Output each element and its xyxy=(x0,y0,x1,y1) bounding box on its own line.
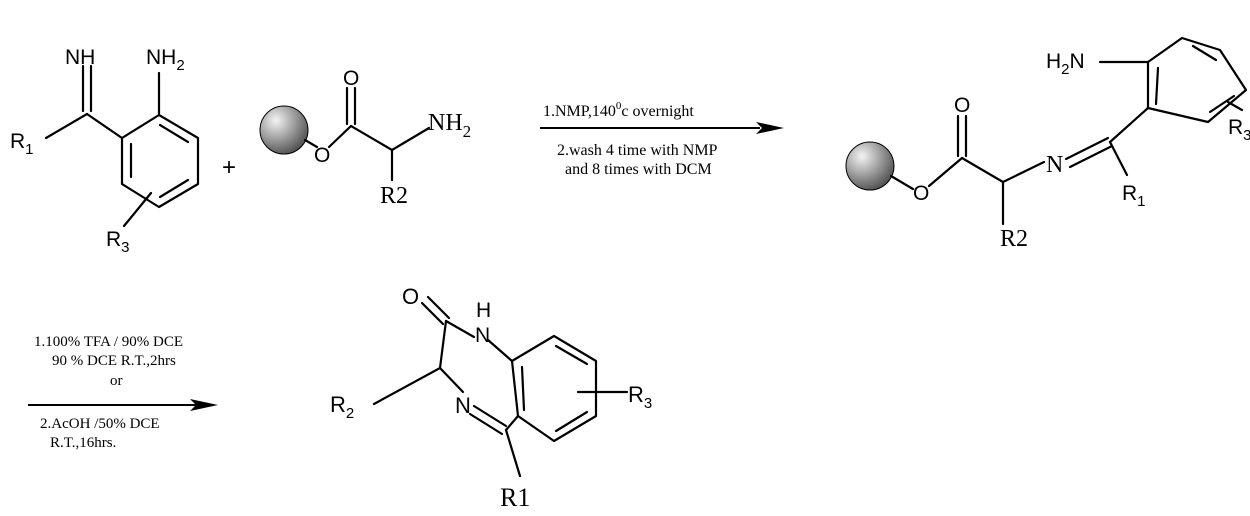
product-benzodiazepinone: O H N R2 N R3 R1 xyxy=(330,284,652,512)
r1-label: R1 xyxy=(1122,182,1146,210)
r2-label: R2 xyxy=(330,392,354,422)
reaction-arrow-2: 1.100% TFA / 90% DCE 90 % DCE R.T.,2hrs … xyxy=(28,334,218,451)
r1-label: R1 xyxy=(500,483,530,512)
step2-condition-or: or xyxy=(110,373,123,389)
resin-bead-icon xyxy=(845,141,895,191)
r3-label: R3 xyxy=(628,382,652,412)
imine-n-label: N xyxy=(1046,152,1063,178)
side-chain-r2-label: R2 xyxy=(1000,226,1028,252)
side-chain-r2-label: R2 xyxy=(380,183,408,209)
step2-condition-line5: R.T.,16hrs. xyxy=(50,435,116,451)
amine-nh2-label: H2N xyxy=(1046,50,1085,78)
carbonyl-o-label: O xyxy=(402,284,419,309)
step1-condition-line3: and 8 times with DCM xyxy=(565,161,712,178)
carbonyl-o-label: O xyxy=(954,94,970,117)
amine-nh2-label: NH2 xyxy=(428,110,471,141)
r3-label: R3 xyxy=(1228,116,1250,144)
reactant-aminobenzamidine: NH NH2 R1 R3 xyxy=(10,46,200,256)
step2-condition-line4: 2.AcOH /50% DCE xyxy=(40,416,160,432)
intermediate-resin-imine: H2N O O N R1 R3 R2 xyxy=(845,36,1250,252)
resin-bead-icon xyxy=(259,105,309,155)
arrow-2-head-icon xyxy=(190,399,218,411)
amine-nh2-label: NH2 xyxy=(146,46,185,74)
plus-sign: + xyxy=(222,154,236,181)
reaction-arrow-1: 1.NMP,1400c overnight 2.wash 4 time with… xyxy=(540,100,784,178)
reactant-resin-amino-acid: O O NH2 R2 xyxy=(259,67,471,209)
imine-nh-label: NH xyxy=(65,46,95,69)
ester-o-label: O xyxy=(314,144,330,167)
reactant-1-bonds xyxy=(44,64,200,228)
ester-o-label: O xyxy=(913,182,929,205)
r1-label: R1 xyxy=(10,130,34,158)
reactant-2-bonds xyxy=(303,86,431,182)
imine-n-label: N xyxy=(455,393,471,418)
intermediate-bonds xyxy=(889,36,1248,226)
step2-condition-line1: 1.100% TFA / 90% DCE xyxy=(34,334,183,350)
step1-condition-line2: 2.wash 4 time with NMP xyxy=(557,142,718,159)
carbonyl-o-label: O xyxy=(343,67,359,90)
r3-label: R3 xyxy=(106,228,130,256)
amide-n-label: N xyxy=(475,324,490,347)
step2-condition-line2: 90 % DCE R.T.,2hrs xyxy=(52,353,176,369)
arrow-1-head-icon xyxy=(756,122,784,134)
product-bonds xyxy=(372,295,629,478)
step1-condition-line1: 1.NMP,1400c overnight xyxy=(543,100,694,120)
amide-h-label: H xyxy=(476,299,491,322)
